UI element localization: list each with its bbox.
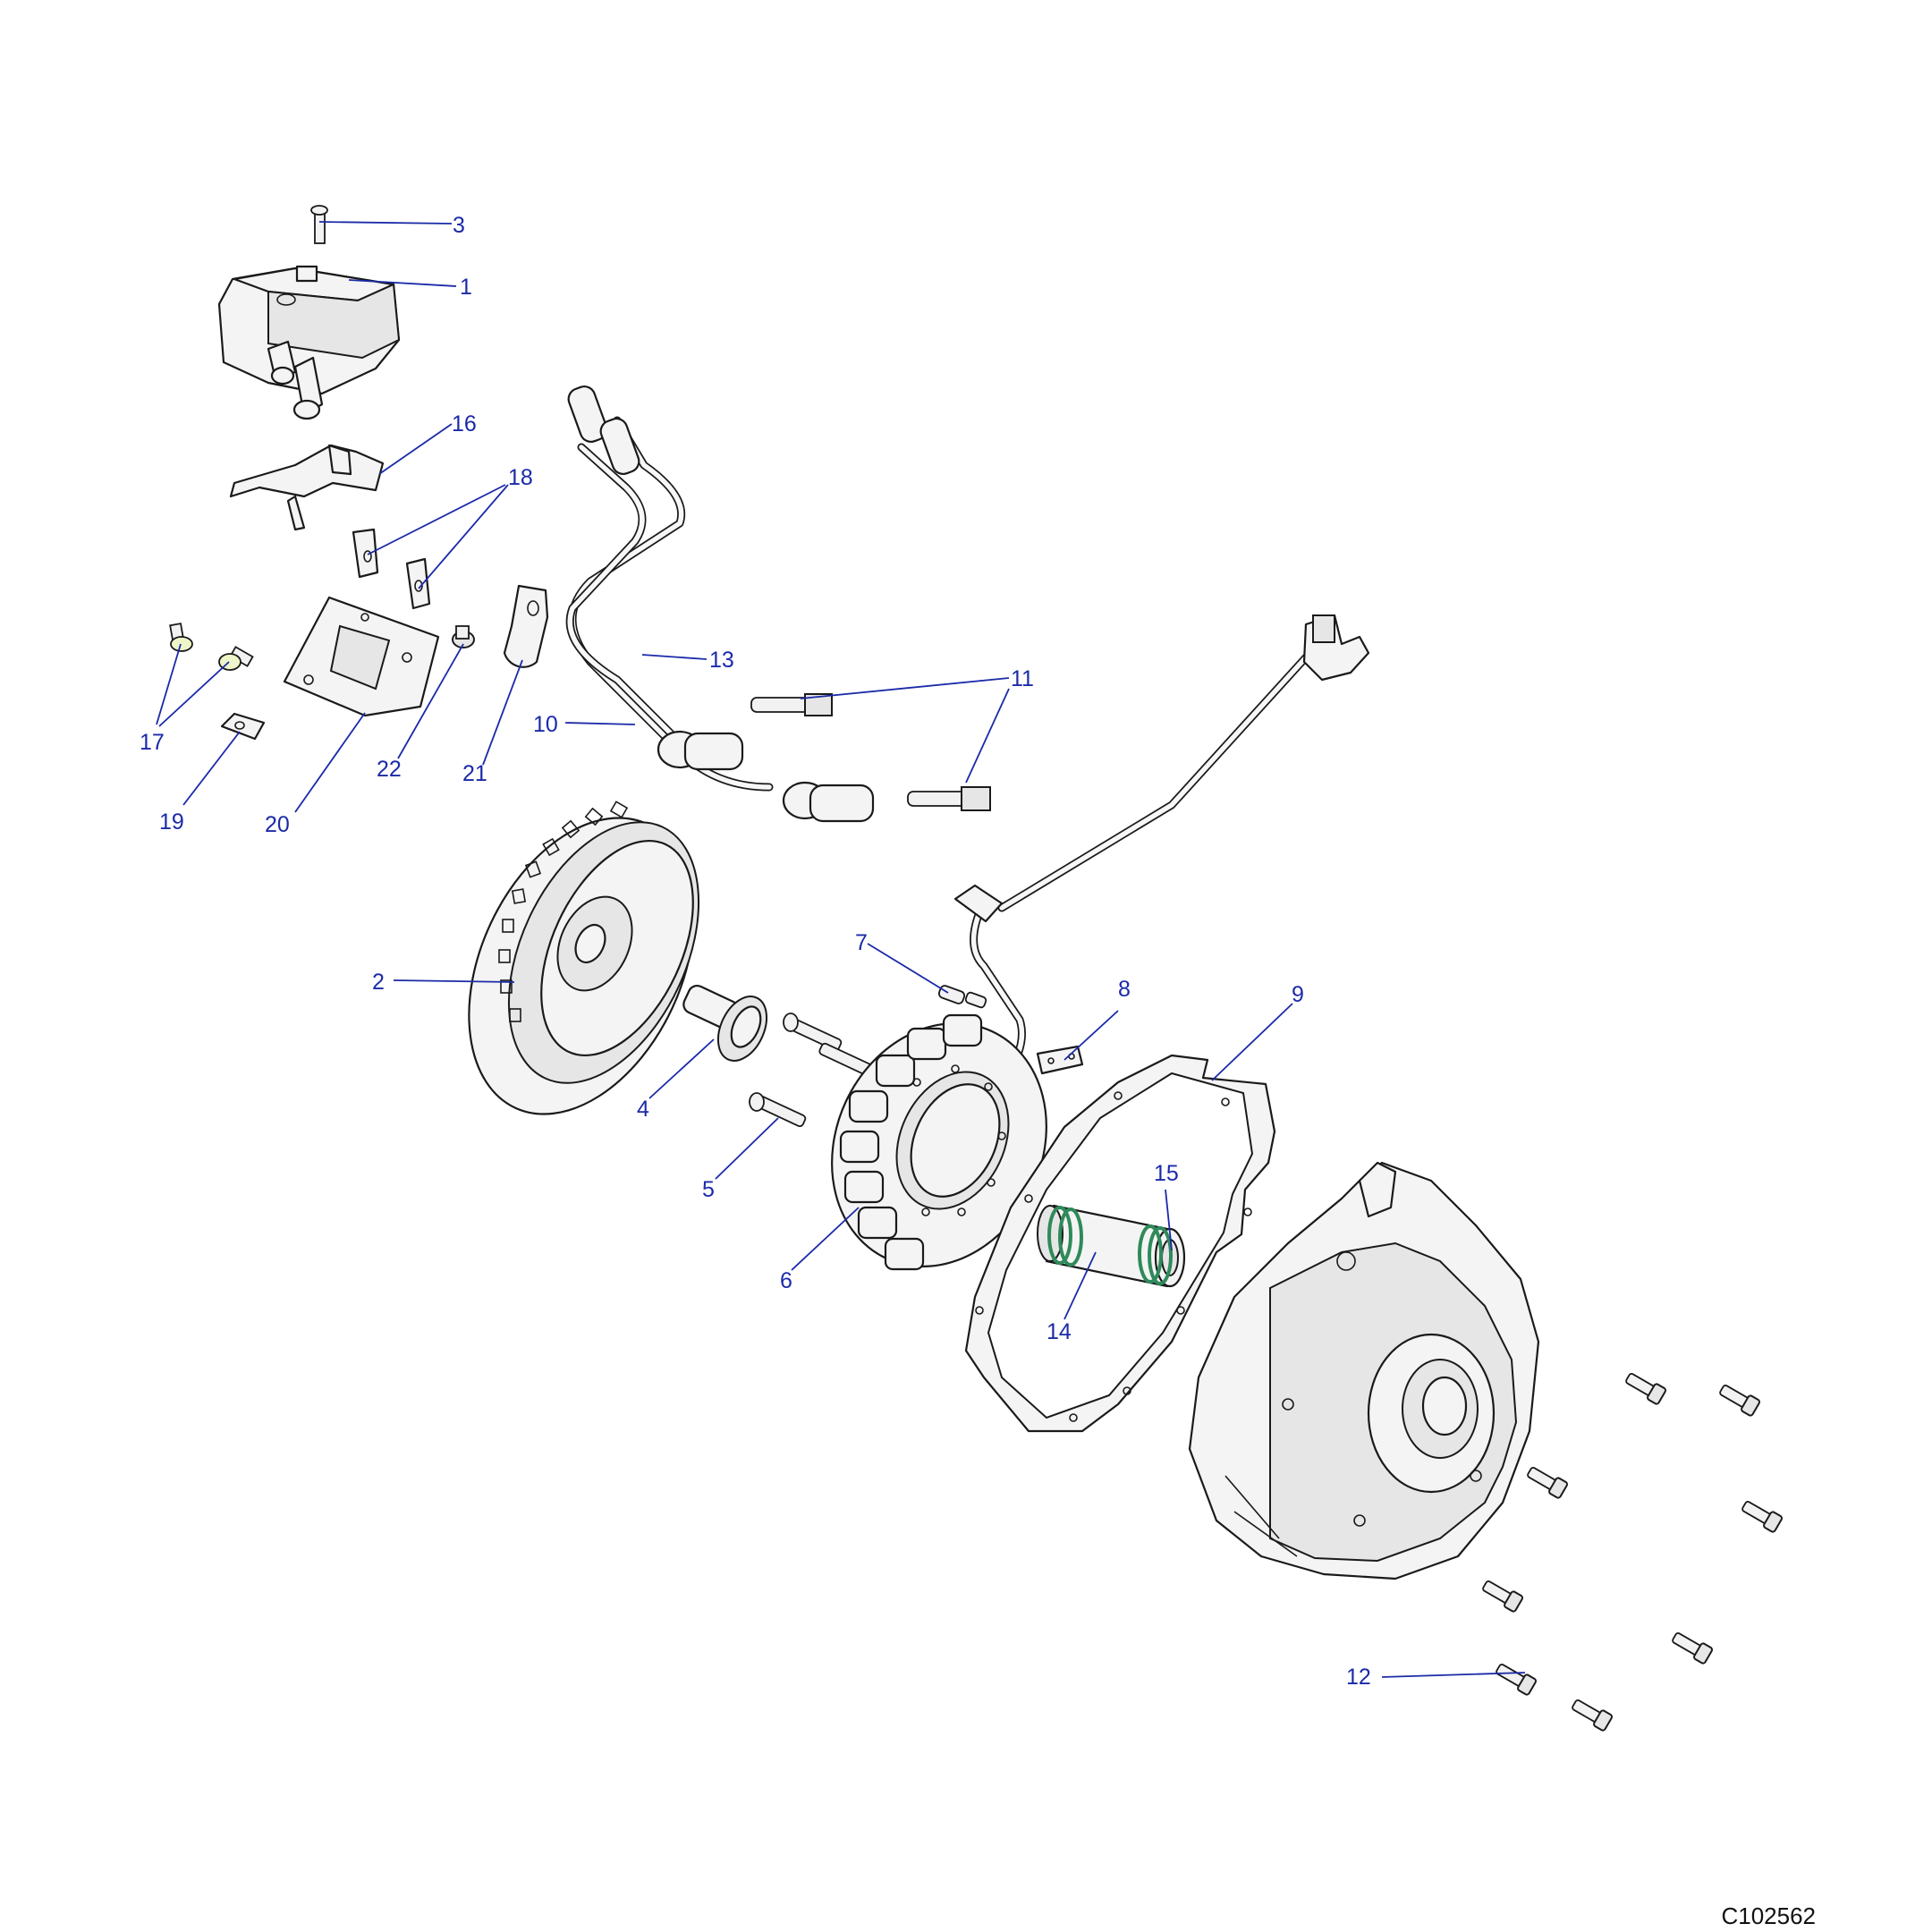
callout-4: 4 xyxy=(637,1097,649,1122)
callout-17: 17 xyxy=(140,730,165,755)
part-1-ignition-coil xyxy=(217,265,401,420)
part-6-stator xyxy=(831,1013,1047,1271)
callout-13: 13 xyxy=(709,648,734,673)
callout-11: 11 xyxy=(1011,666,1034,691)
callout-2: 2 xyxy=(372,970,385,995)
part-17-bolts xyxy=(169,623,254,671)
leader-lines xyxy=(156,221,1526,1678)
callout-20: 20 xyxy=(265,812,290,837)
part-19-clip xyxy=(220,712,266,741)
callout-5: 5 xyxy=(702,1177,715,1202)
callout-16: 16 xyxy=(452,411,477,436)
part-20-plate xyxy=(283,596,440,717)
drawing-code: C102562 xyxy=(1721,1902,1816,1929)
part-18-clips xyxy=(352,528,431,610)
stator-harness xyxy=(953,614,1370,1105)
callout-8: 8 xyxy=(1118,977,1131,1002)
part-14-shaft xyxy=(1037,1204,1186,1288)
callout-labels: 3 1 16 18 13 11 10 17 22 21 19 20 2 7 8 … xyxy=(140,213,1371,1690)
callout-6: 6 xyxy=(780,1268,792,1293)
callout-1: 1 xyxy=(460,275,472,300)
part-12-cover-bolts xyxy=(1482,1373,1784,1732)
part-7-pin xyxy=(937,985,987,1009)
part-3-screw xyxy=(310,205,328,244)
callout-10: 10 xyxy=(533,712,558,737)
callout-14: 14 xyxy=(1046,1319,1072,1344)
part-22-bolt xyxy=(452,625,475,648)
callout-15: 15 xyxy=(1154,1161,1179,1186)
callout-3: 3 xyxy=(453,213,465,238)
part-2-flywheel xyxy=(468,801,700,1115)
part-21-p-clamp xyxy=(503,584,549,668)
callout-19: 19 xyxy=(159,809,184,835)
callout-7: 7 xyxy=(855,930,868,955)
callout-22: 22 xyxy=(377,757,402,782)
callout-21: 21 xyxy=(462,761,487,786)
part-16-bracket xyxy=(229,444,385,531)
part-5-screws xyxy=(749,1013,874,1128)
callout-12: 12 xyxy=(1346,1665,1371,1690)
callout-9: 9 xyxy=(1292,982,1304,1007)
part-4-gear xyxy=(682,985,768,1062)
stator-cover xyxy=(1188,1161,1540,1580)
callout-18: 18 xyxy=(508,465,533,490)
part-10-13-spark-plug-wires xyxy=(565,386,875,823)
